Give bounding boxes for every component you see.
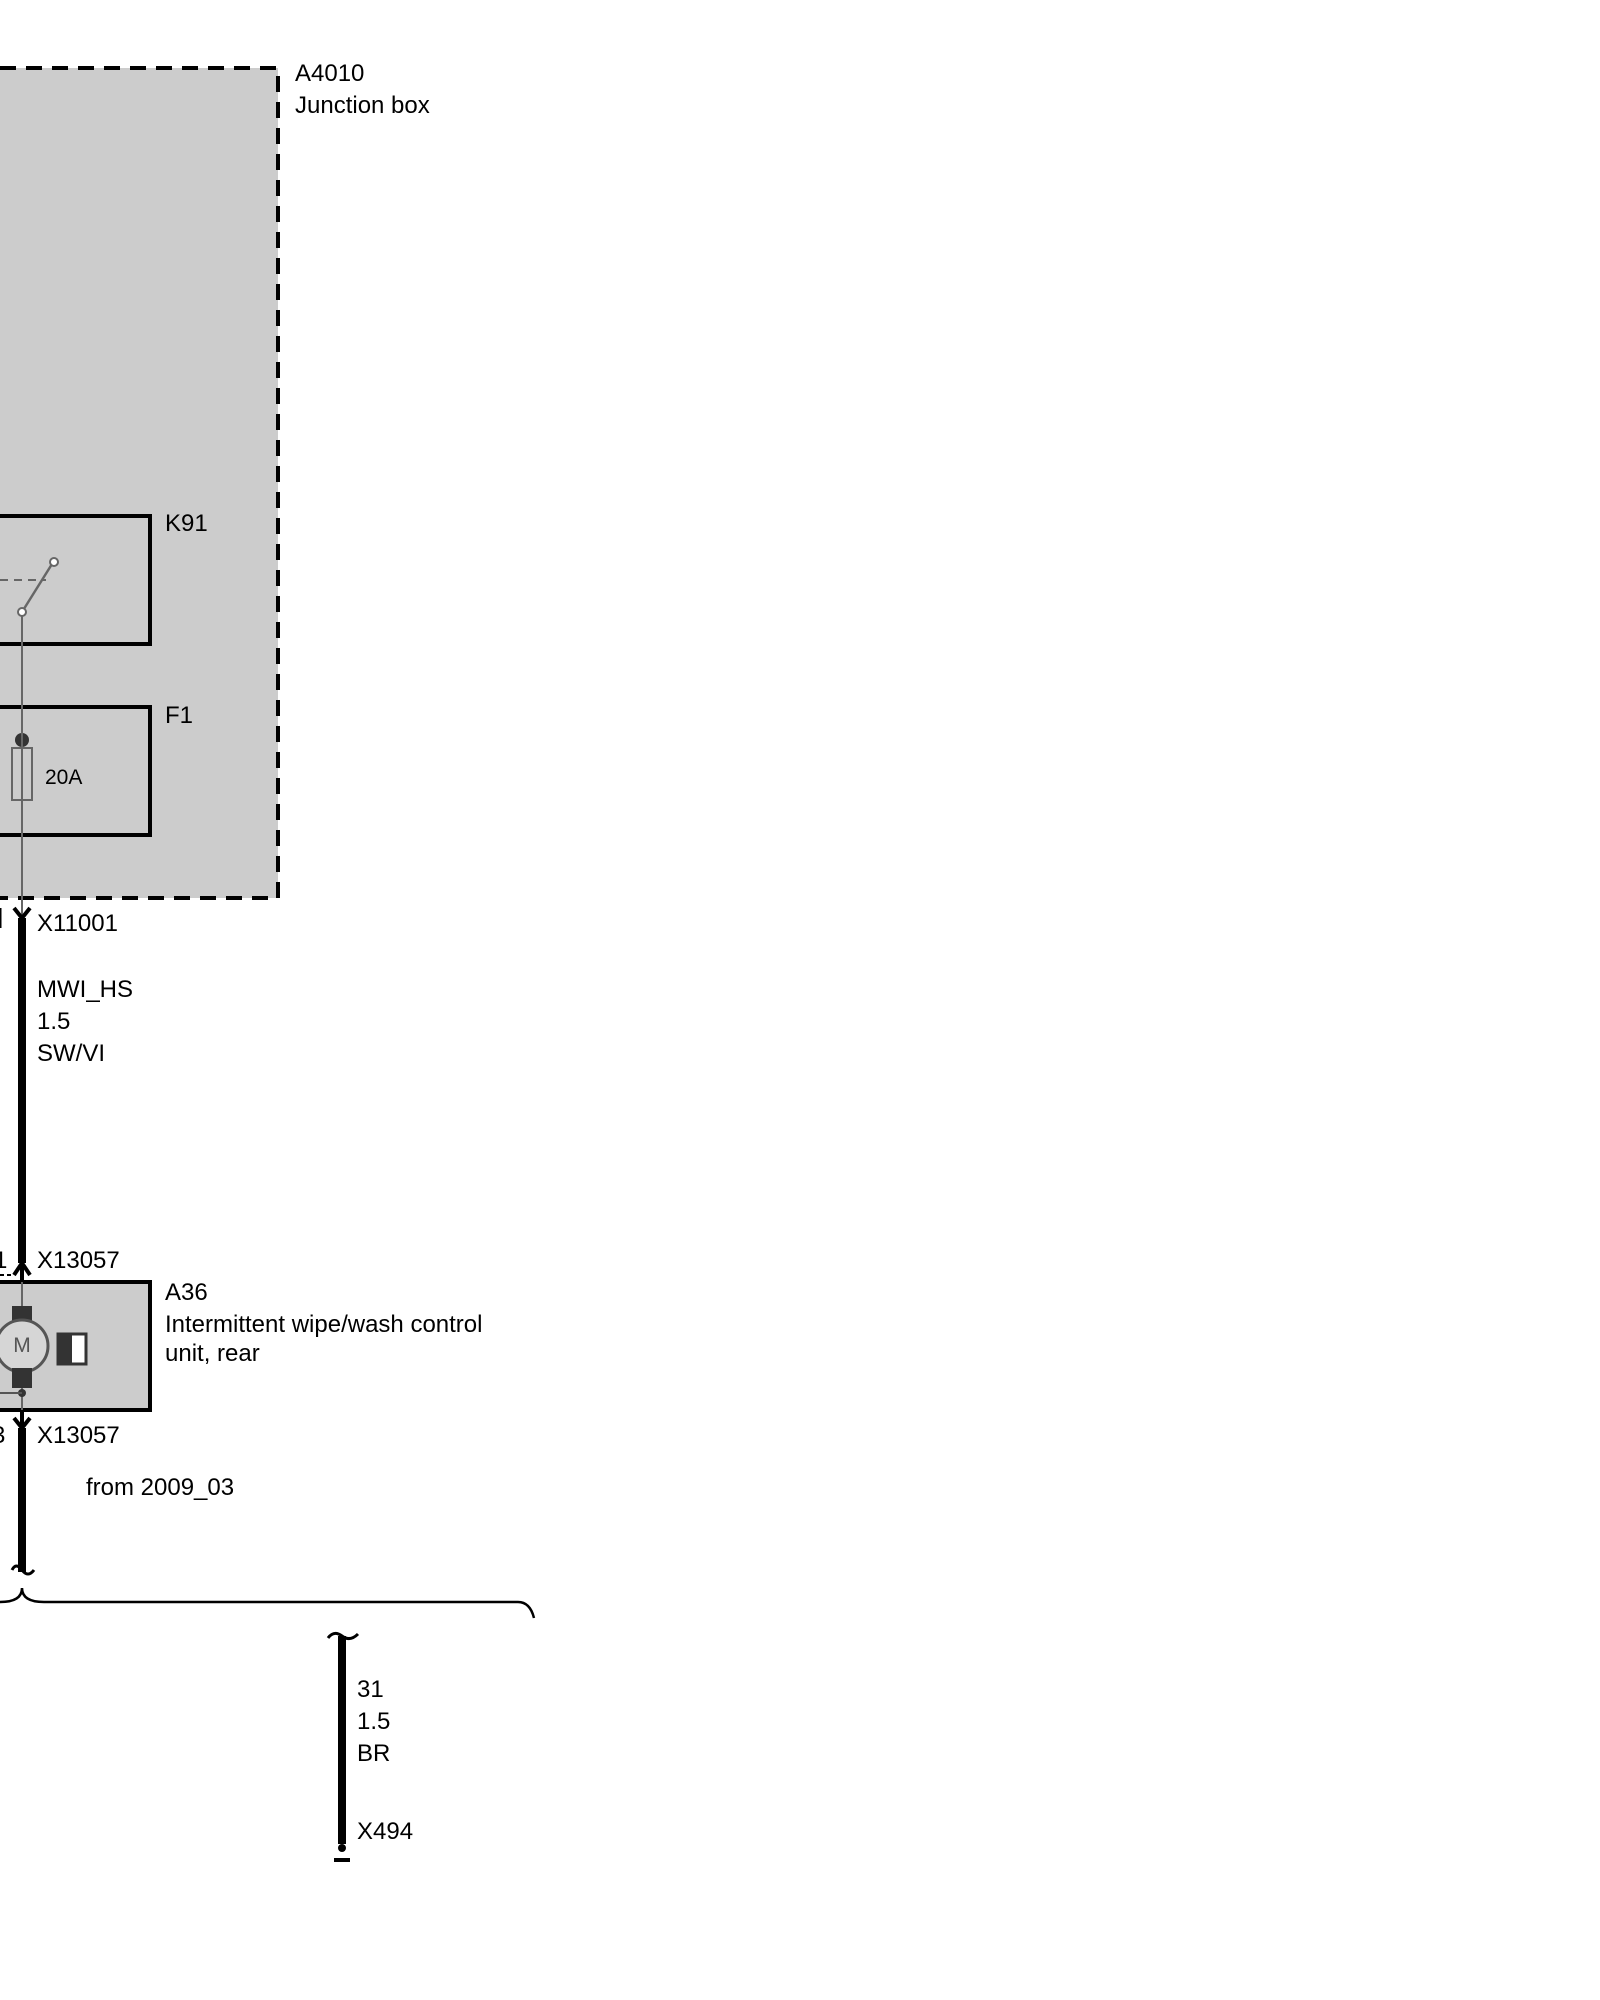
relay-k91 [0,514,152,646]
junction-box-id: A4010 [295,60,365,87]
connector-in-id: X13057 [37,1247,120,1274]
connector-out-pin: 3 [0,1420,5,1452]
control-unit-id: A36 [165,1279,208,1306]
wire-signal: MWI_HS [37,976,133,1003]
fuse-rating: 20A [45,766,83,789]
connector-x13057-out [12,1410,32,1432]
connector-x13057-in [0,1259,32,1282]
ground-wire-color: BR [357,1740,391,1767]
control-unit-name-1: Intermittent wipe/wash control [165,1311,483,1338]
ground-wire-gauge: 1.5 [357,1708,391,1735]
wire-color: SW/VI [37,1040,106,1067]
junction-box-name: Junction box [295,92,430,119]
motor-symbol: M [13,1334,31,1357]
junction-box-a4010 [0,66,280,900]
control-unit-name-2: unit, rear [165,1340,260,1367]
ground-wire-31 [326,1631,360,1862]
variant-note: from 2009_03 [86,1474,235,1501]
ground-point-id: X494 [357,1818,414,1845]
relay-id: K91 [165,510,208,537]
wire-gauge: 1.5 [37,1008,71,1035]
relay-switch-contact [20,563,54,613]
connector-top-pin: I [0,908,1,940]
control-unit-a36 [0,1280,152,1412]
ground-wire-signal: 31 [357,1676,384,1703]
variant-brace [0,1587,536,1619]
connector-in-pin: 1 [0,1247,8,1274]
connector-top-id: X11001 [37,910,118,937]
fuse-id: F1 [165,702,194,729]
connector-out-id: X13057 [37,1422,120,1449]
